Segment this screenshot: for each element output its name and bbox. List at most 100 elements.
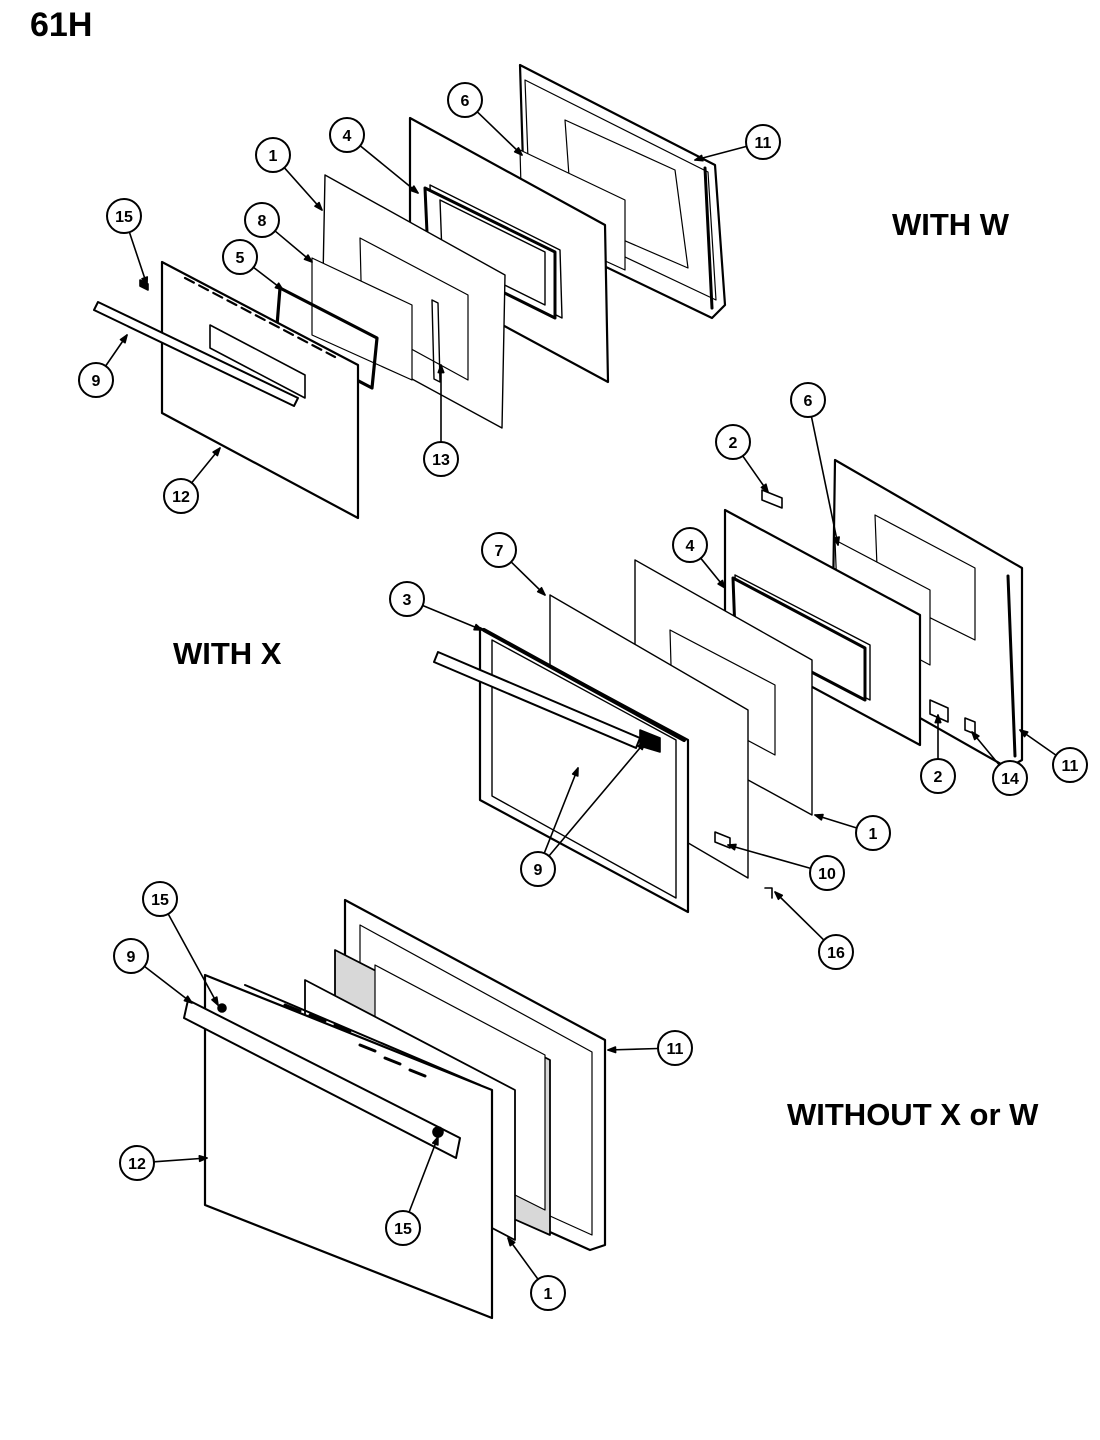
- leader-arrowhead: [571, 767, 579, 777]
- callout-circle: [119, 1145, 155, 1181]
- leader-arrowhead: [727, 843, 737, 851]
- callout-number: 15: [115, 209, 133, 226]
- callout-circle: [78, 362, 114, 398]
- callout-6: 6: [447, 82, 483, 118]
- leader-line: [167, 913, 219, 1006]
- callout-circle: [657, 1030, 693, 1066]
- callout-number: 10: [818, 866, 836, 883]
- callout-1: 1: [855, 815, 891, 851]
- callout-4: 4: [672, 527, 708, 563]
- callout-number: 8: [258, 213, 267, 230]
- callout-number: 16: [827, 945, 845, 962]
- callout-number: 6: [804, 393, 813, 410]
- leader-line: [543, 767, 579, 854]
- callout-6: 6: [790, 382, 826, 418]
- callout-circle: [423, 441, 459, 477]
- callout-number: 12: [128, 1156, 146, 1173]
- callout-2: 2: [920, 758, 956, 794]
- leader-arrowhead: [409, 185, 419, 194]
- leader-arrowhead: [141, 276, 149, 286]
- part-10-block-x: [714, 831, 731, 849]
- callout-number: 1: [269, 148, 278, 165]
- leader-arrowhead: [760, 483, 769, 493]
- leader-arrowhead: [431, 1136, 439, 1146]
- callout-circle: [113, 938, 149, 974]
- leader-arrowhead: [119, 334, 128, 344]
- leader-arrowhead: [211, 996, 219, 1006]
- leader-arrowhead: [212, 447, 221, 457]
- callout-9: 9: [78, 362, 114, 398]
- part-8-panel: [311, 257, 413, 381]
- leader-line: [694, 145, 748, 161]
- leader-line: [359, 144, 419, 194]
- part-5-gasket: [274, 286, 379, 390]
- callout-circle: [163, 478, 199, 514]
- part-2-bracket-top: [761, 489, 783, 509]
- callout-number: 11: [1062, 758, 1079, 775]
- leader-arrowhead: [717, 579, 726, 589]
- leader-arrowhead: [513, 147, 523, 156]
- callout-circle: [142, 881, 178, 917]
- assembly-with-x: [433, 458, 1024, 914]
- callout-15: 15: [385, 1210, 421, 1246]
- leader-arrowhead: [507, 1237, 516, 1247]
- leader-arrowhead: [934, 714, 942, 724]
- callout-circle: [329, 117, 365, 153]
- leader-line: [774, 891, 825, 941]
- part-9-handle-x: [433, 651, 661, 753]
- variant-label-with-w: WITH W: [892, 207, 1010, 242]
- leader-line: [727, 844, 812, 870]
- callout-15: 15: [106, 198, 142, 234]
- callout-11: 11: [1052, 747, 1088, 783]
- leader-arrowhead: [183, 995, 193, 1004]
- callout-circle: [389, 581, 425, 617]
- leader-arrowhead: [607, 1046, 617, 1054]
- leader-arrowhead: [971, 731, 980, 741]
- leader-arrowhead: [694, 154, 704, 162]
- leader-line: [810, 415, 839, 546]
- callout-16: 16: [818, 934, 854, 970]
- callout-number: 3: [403, 592, 412, 609]
- callout-number: 1: [869, 826, 878, 843]
- page-id: 61H: [30, 6, 93, 44]
- callout-number: 2: [729, 435, 738, 452]
- callout-number: 11: [667, 1041, 684, 1058]
- callout-circle: [745, 124, 781, 160]
- callout-circle: [818, 934, 854, 970]
- callout-14: 14: [992, 760, 1028, 796]
- variant-label-without: WITHOUT X or W: [787, 1097, 1039, 1132]
- callout-number: 6: [461, 93, 470, 110]
- callout-number: 7: [495, 543, 504, 560]
- callout-circle: [244, 202, 280, 238]
- callout-circle: [255, 137, 291, 173]
- callout-11: 11: [657, 1030, 693, 1066]
- leader-arrowhead: [437, 364, 445, 374]
- callout-number: 9: [92, 373, 101, 390]
- callout-15: 15: [142, 881, 178, 917]
- callout-13: 13: [423, 441, 459, 477]
- callout-5: 5: [222, 239, 258, 275]
- leader-arrowhead: [774, 891, 784, 901]
- callout-number: 13: [432, 452, 450, 469]
- variant-label-with-x: WITH X: [173, 636, 282, 671]
- callout-number: 9: [127, 949, 136, 966]
- callout-circle: [992, 760, 1028, 796]
- callout-9: 9: [520, 851, 556, 887]
- callout-circle: [481, 532, 517, 568]
- callout-2: 2: [715, 424, 751, 460]
- leader-arrowhead: [814, 813, 824, 821]
- part-9-handle: [93, 301, 299, 407]
- callout-circle: [790, 382, 826, 418]
- leader-arrowhead: [1019, 729, 1029, 738]
- part-4-window-frame-x: [731, 576, 867, 702]
- part-9-handle-n: [183, 999, 461, 1159]
- callout-3: 3: [389, 581, 425, 617]
- leader-arrowhead: [303, 254, 313, 263]
- leader-arrowhead: [274, 282, 284, 291]
- leader-arrowhead: [473, 623, 483, 631]
- callout-circle: [106, 198, 142, 234]
- callout-number: 4: [686, 538, 695, 555]
